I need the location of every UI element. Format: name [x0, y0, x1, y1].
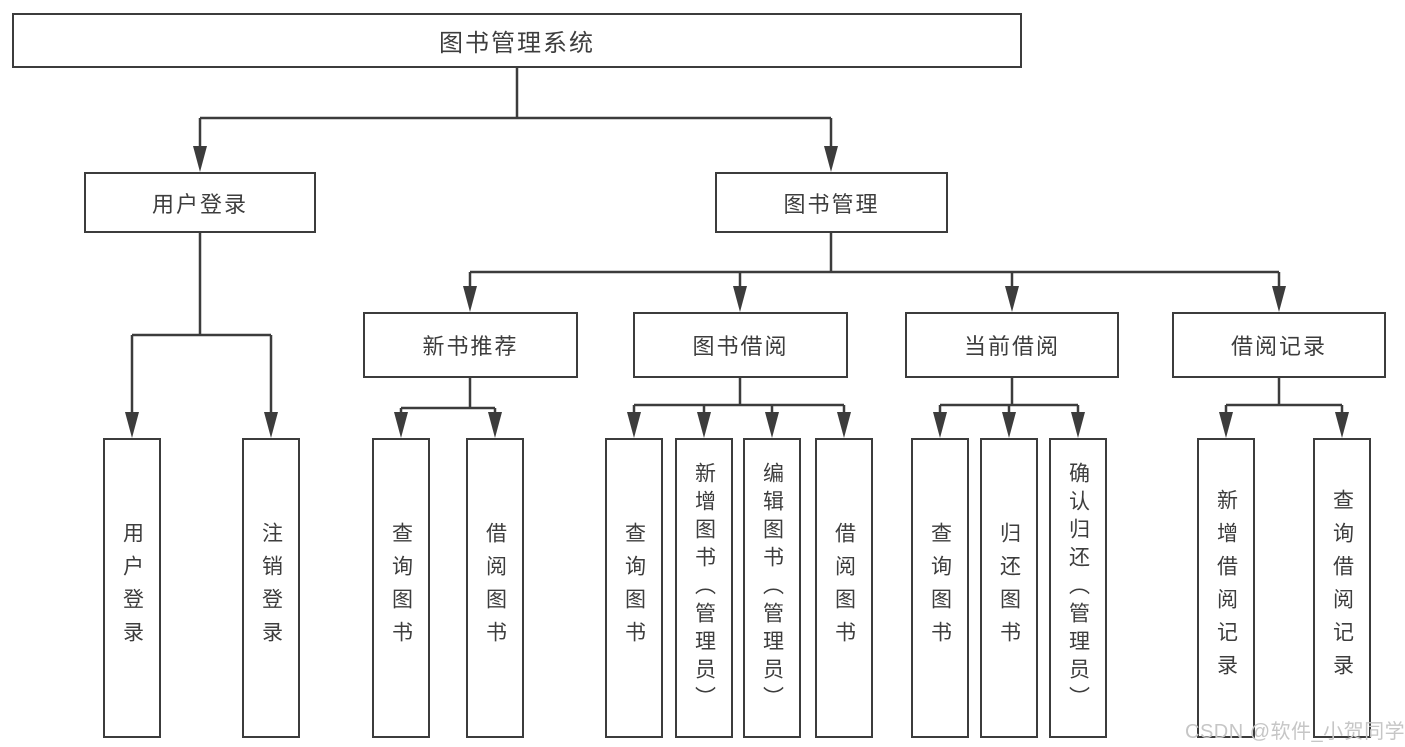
leaf-borrow-books: 借阅图书	[815, 438, 873, 738]
leaf-query-books-current: 查询图书	[911, 438, 969, 738]
leaf-query-books-borrow: 查询图书	[605, 438, 663, 738]
csdn-watermark: CSDN @软件_小贺同学	[1185, 721, 1405, 743]
leaf-confirm-return-admin: 确认归还（管理员）	[1049, 438, 1107, 738]
arrow-down-icon	[1002, 412, 1016, 438]
arrow-down-icon	[125, 412, 139, 438]
arrow-down-icon	[1335, 412, 1349, 438]
node-book-borrowing: 图书借阅	[633, 312, 848, 378]
arrow-down-icon	[733, 286, 747, 312]
node-new-book-recommendation: 新书推荐	[363, 312, 578, 378]
arrow-down-icon	[264, 412, 278, 438]
leaf-add-borrow-record: 新增借阅记录	[1197, 438, 1255, 738]
leaf-edit-books-admin: 编辑图书（管理员）	[743, 438, 801, 738]
arrow-down-icon	[697, 412, 711, 438]
leaf-user-login: 用户登录	[103, 438, 161, 738]
arrow-down-icon	[394, 412, 408, 438]
leaf-query-borrow-record: 查询借阅记录	[1313, 438, 1371, 738]
arrow-down-icon	[488, 412, 502, 438]
node-current-borrowing: 当前借阅	[905, 312, 1119, 378]
arrow-down-icon	[627, 412, 641, 438]
leaf-query-books-recommend: 查询图书	[372, 438, 430, 738]
node-library-management-system: 图书管理系统	[12, 13, 1022, 68]
arrow-down-icon	[1219, 412, 1233, 438]
arrow-down-icon	[765, 412, 779, 438]
leaf-logout: 注销登录	[242, 438, 300, 738]
arrow-down-icon	[1071, 412, 1085, 438]
arrow-down-icon	[463, 286, 477, 312]
node-borrowing-records: 借阅记录	[1172, 312, 1386, 378]
leaf-add-books-admin: 新增图书（管理员）	[675, 438, 733, 738]
arrow-down-icon	[837, 412, 851, 438]
leaf-borrow-books-recommend: 借阅图书	[466, 438, 524, 738]
node-user-login: 用户登录	[84, 172, 316, 233]
arrow-down-icon	[1272, 286, 1286, 312]
arrow-down-icon	[193, 146, 207, 172]
arrow-down-icon	[824, 146, 838, 172]
leaf-return-books: 归还图书	[980, 438, 1038, 738]
arrow-down-icon	[1005, 286, 1019, 312]
arrow-down-icon	[933, 412, 947, 438]
node-book-management: 图书管理	[715, 172, 948, 233]
